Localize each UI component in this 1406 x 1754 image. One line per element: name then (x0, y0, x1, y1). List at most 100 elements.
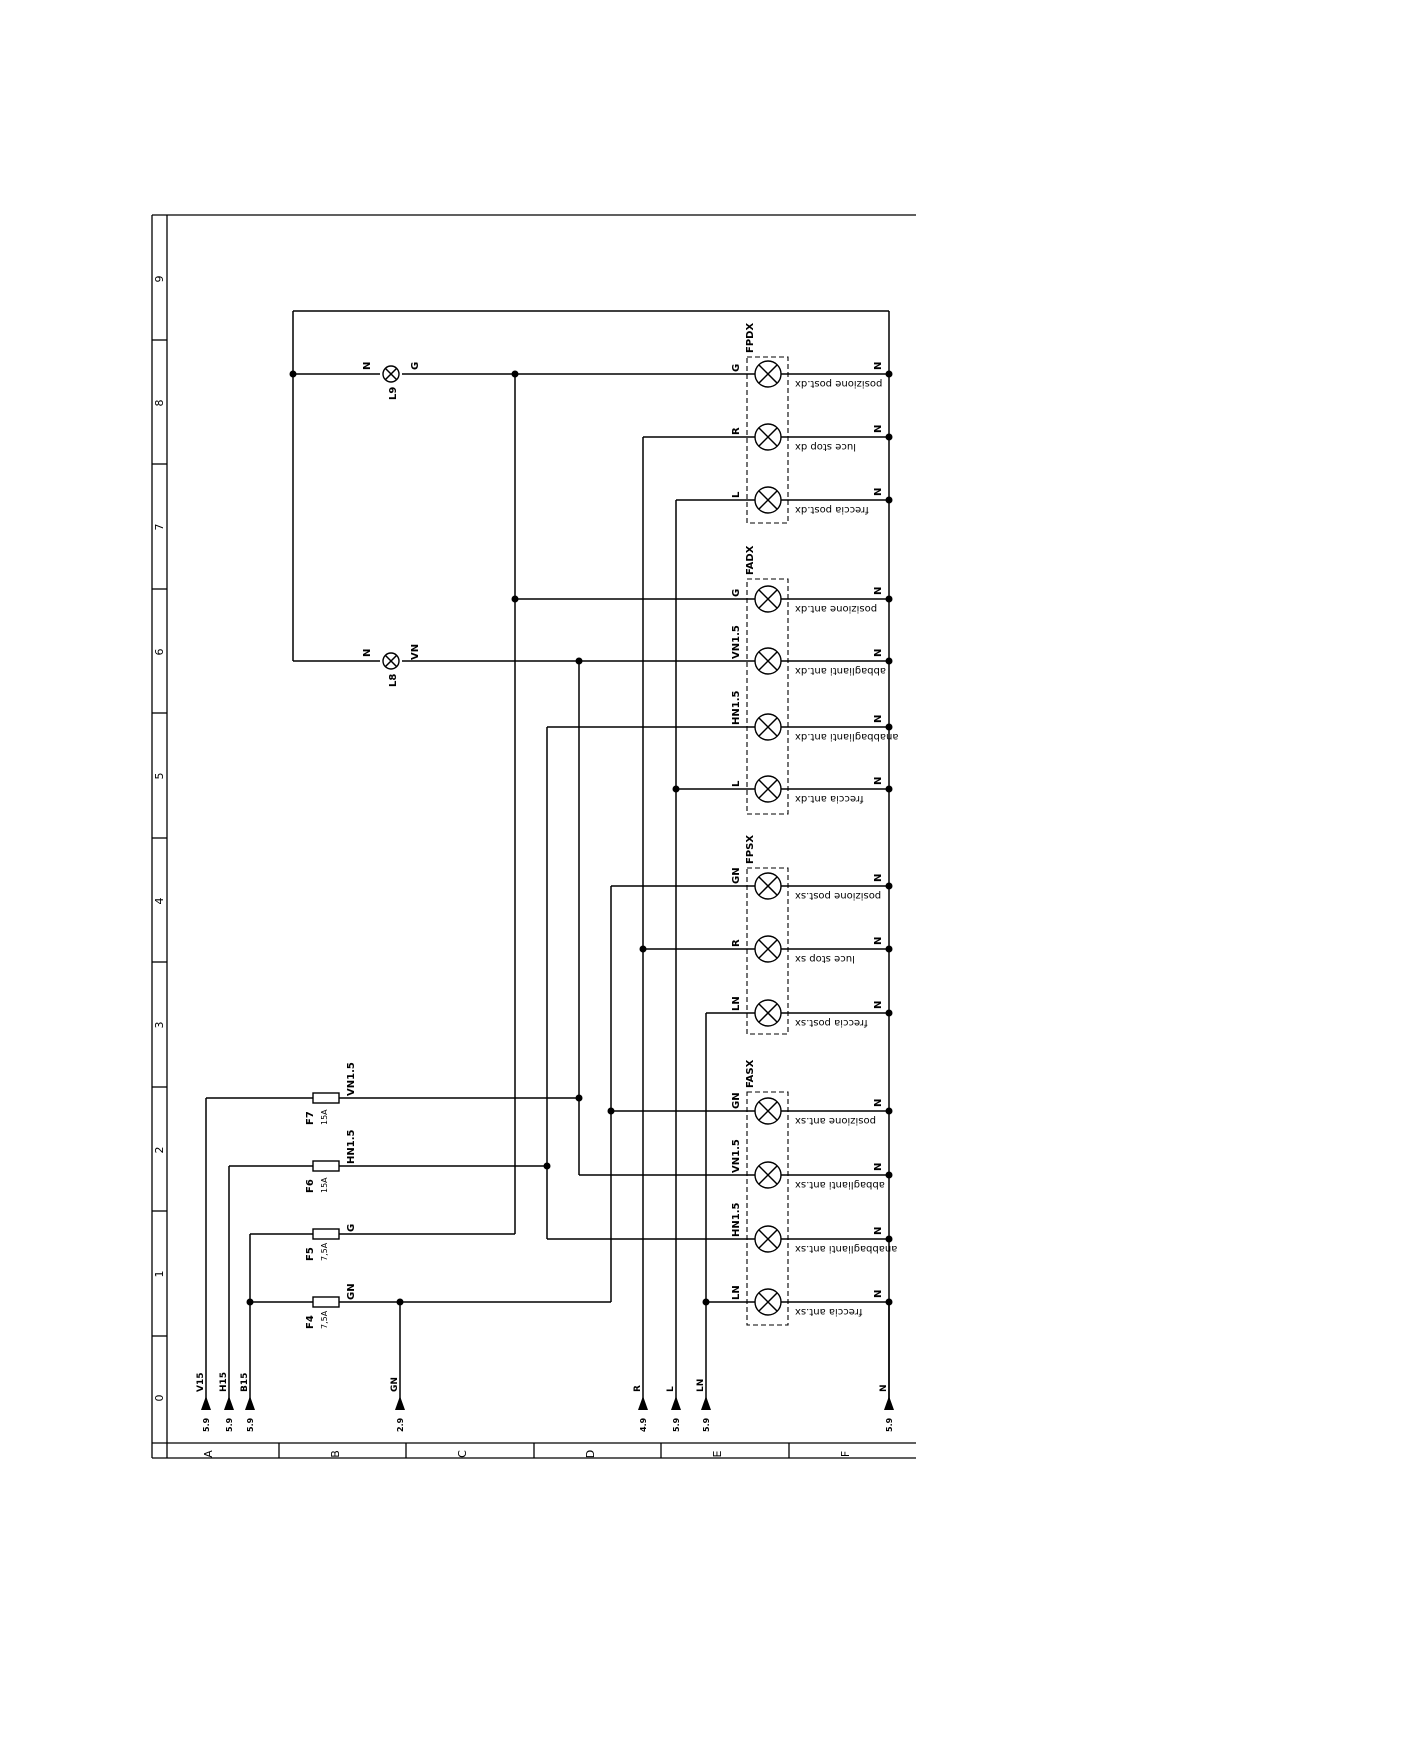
terminal-arrow-ln (701, 1396, 711, 1410)
n-label: N (873, 587, 884, 595)
row-label-5: 5 (153, 773, 166, 780)
terminal-arrow-l (671, 1396, 681, 1410)
lamp-description: abbaglianti ant.dx (795, 665, 886, 676)
wire-label: VN1.5 (731, 625, 742, 659)
row-label-9: 9 (153, 276, 166, 283)
row-label-0: 0 (153, 1395, 166, 1402)
terminal-ref-label: 5.9 (702, 1417, 711, 1432)
fuse-f4-rating: 7,5A (320, 1310, 329, 1329)
terminal-ref-label: 5.9 (672, 1417, 681, 1432)
l8-vn-label: VN (410, 644, 421, 660)
fasx-box (746, 1091, 789, 1326)
terminal-ref-label: 5.9 (202, 1417, 211, 1432)
terminal-wire-label: R (633, 1385, 643, 1392)
terminal-arrow-h15 (224, 1396, 234, 1410)
lamp-icon (754, 486, 782, 514)
fuse-f5-name: F5 (305, 1247, 316, 1261)
row-label-1: 1 (153, 1271, 166, 1278)
fuse-f5-icon (312, 1228, 340, 1240)
lamp-wire-labels: G R L G VN1.5 HN1.5 L GN R LN GN VN1.5 H… (731, 364, 742, 1300)
n-label: N (873, 1163, 884, 1171)
column-label-d: D (584, 1450, 597, 1458)
column-label-a: A (202, 1450, 215, 1458)
wire-label: HN1.5 (731, 1203, 742, 1237)
lamp-description: posizione ant.dx (795, 603, 877, 614)
lamp-description: posizione post.sx (795, 890, 881, 901)
lamp-icon (754, 360, 782, 388)
terminal-ref-label: 5.9 (246, 1417, 255, 1432)
n-label: N (873, 425, 884, 433)
fpsx-label: FPSX (745, 835, 756, 864)
terminal-labels: V15 5.9 H15 5.9 B15 5.9 GN 2.9 R 4.9 L 5… (196, 1372, 894, 1432)
column-label-c: C (456, 1450, 469, 1458)
wire-label: HN1.5 (731, 691, 742, 725)
l9-n-label: N (362, 362, 373, 370)
wire-label: LN (731, 1285, 742, 1300)
lamp-description: luce stop sx (795, 953, 855, 964)
wire-label: R (731, 427, 742, 435)
row-label-4: 4 (153, 898, 166, 905)
fuse-f7-name: F7 (305, 1111, 316, 1125)
terminal-wire-label: L (666, 1386, 676, 1392)
l8-label: L8 (388, 674, 399, 687)
terminal-ref-label: 4.9 (639, 1417, 648, 1432)
n-label: N (873, 777, 884, 785)
fasx-label: FASX (745, 1059, 756, 1088)
lamp-description: freccia ant.dx (795, 793, 864, 804)
fuse-f6-icon (312, 1160, 340, 1172)
terminal-wire-label: B15 (240, 1373, 250, 1392)
fuse-f4-name: F4 (305, 1315, 316, 1329)
lamp-description: freccia post.sx (795, 1017, 868, 1028)
n-label: N (873, 1001, 884, 1009)
lamp-icon (754, 872, 782, 900)
wire-label: G (731, 589, 742, 597)
terminal-arrow-b15 (245, 1396, 255, 1410)
n-label: N (873, 1290, 884, 1298)
l9-g-label: G (410, 362, 421, 370)
n-label: N (873, 1099, 884, 1107)
row-label-2: 2 (153, 1147, 166, 1154)
lamp-icon (754, 1161, 782, 1189)
lamp-icon (754, 713, 782, 741)
lamp-description: posizione ant.sx (795, 1115, 876, 1126)
lamp-icon (754, 1097, 782, 1125)
fuse-f5-wire: G (346, 1224, 357, 1232)
wire-label: GN (731, 1092, 742, 1109)
lamp-icon (754, 775, 782, 803)
lamp-symbols (382, 360, 782, 1316)
column-label-b: B (329, 1450, 342, 1458)
wire-label: R (731, 939, 742, 947)
terminal-wire-label: GN (390, 1377, 400, 1392)
n-labels: N N N N N N N N N N N N N N (873, 362, 884, 1298)
fadx-box (746, 578, 789, 815)
column-label-e: E (711, 1450, 724, 1457)
wire-label: L (731, 780, 742, 787)
lamp-icon (754, 647, 782, 675)
fuse-f6-rating: 15A (320, 1177, 329, 1193)
l8-n-label: N (362, 649, 373, 657)
terminal-arrow-v15 (201, 1396, 211, 1410)
fpsx-box (746, 867, 789, 1035)
wire-label: G (731, 364, 742, 372)
n-label: N (873, 1227, 884, 1235)
lamp-description: abbaglianti ant.sx (795, 1179, 885, 1190)
lamp-icon (754, 999, 782, 1027)
terminal-arrow-n (884, 1396, 894, 1410)
fadx-label: FADX (745, 545, 756, 575)
row-label-8: 8 (153, 400, 166, 407)
lamp-description: anabbaglianti ant.dx (795, 731, 899, 742)
fpdx-label: FPDX (745, 323, 756, 353)
fuse-f4-wire: GN (346, 1283, 357, 1300)
column-label-f: F (839, 1451, 852, 1457)
l9-label: L9 (388, 387, 399, 400)
junction-dots (246, 370, 893, 1306)
terminal-arrows (201, 1396, 894, 1410)
wire-label: LN (731, 996, 742, 1011)
row-labels: 9 8 7 6 5 4 3 2 1 0 (153, 276, 166, 1402)
lamp-icon (754, 1225, 782, 1253)
terminal-wire-label: N (879, 1384, 889, 1392)
lamp-description: luce stop dx (795, 441, 856, 452)
fpdx-box (746, 356, 789, 524)
fuse-f7-wire: VN1.5 (346, 1062, 357, 1096)
